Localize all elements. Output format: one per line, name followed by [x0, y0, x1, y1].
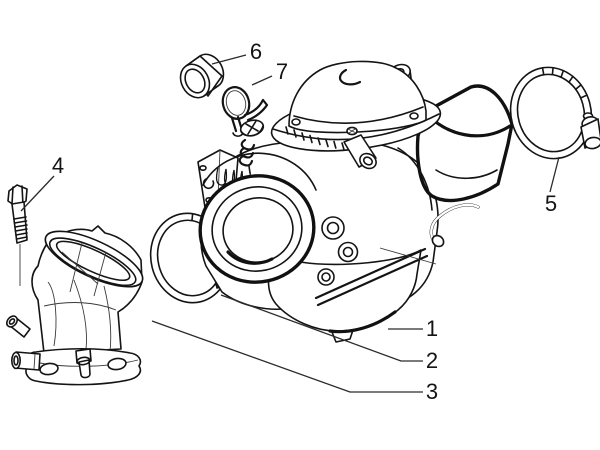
hose-clamp-5-drawing — [509, 66, 600, 160]
callout-5: 5 — [544, 191, 558, 216]
callout-leader-lines — [20, 54, 560, 393]
callout-3: 3 — [425, 379, 439, 404]
callout-2: 2 — [425, 348, 439, 373]
spacer-sleeve-drawing — [179, 53, 225, 99]
callout-7: 7 — [275, 59, 289, 84]
callout-6: 6 — [249, 39, 263, 64]
adjuster-screw-spring-drawing — [238, 119, 265, 174]
callout-4: 4 — [51, 153, 65, 178]
carburettor-drawing — [197, 60, 514, 343]
intake-manifold-drawing — [5, 225, 144, 386]
callout-1: 1 — [425, 316, 439, 341]
